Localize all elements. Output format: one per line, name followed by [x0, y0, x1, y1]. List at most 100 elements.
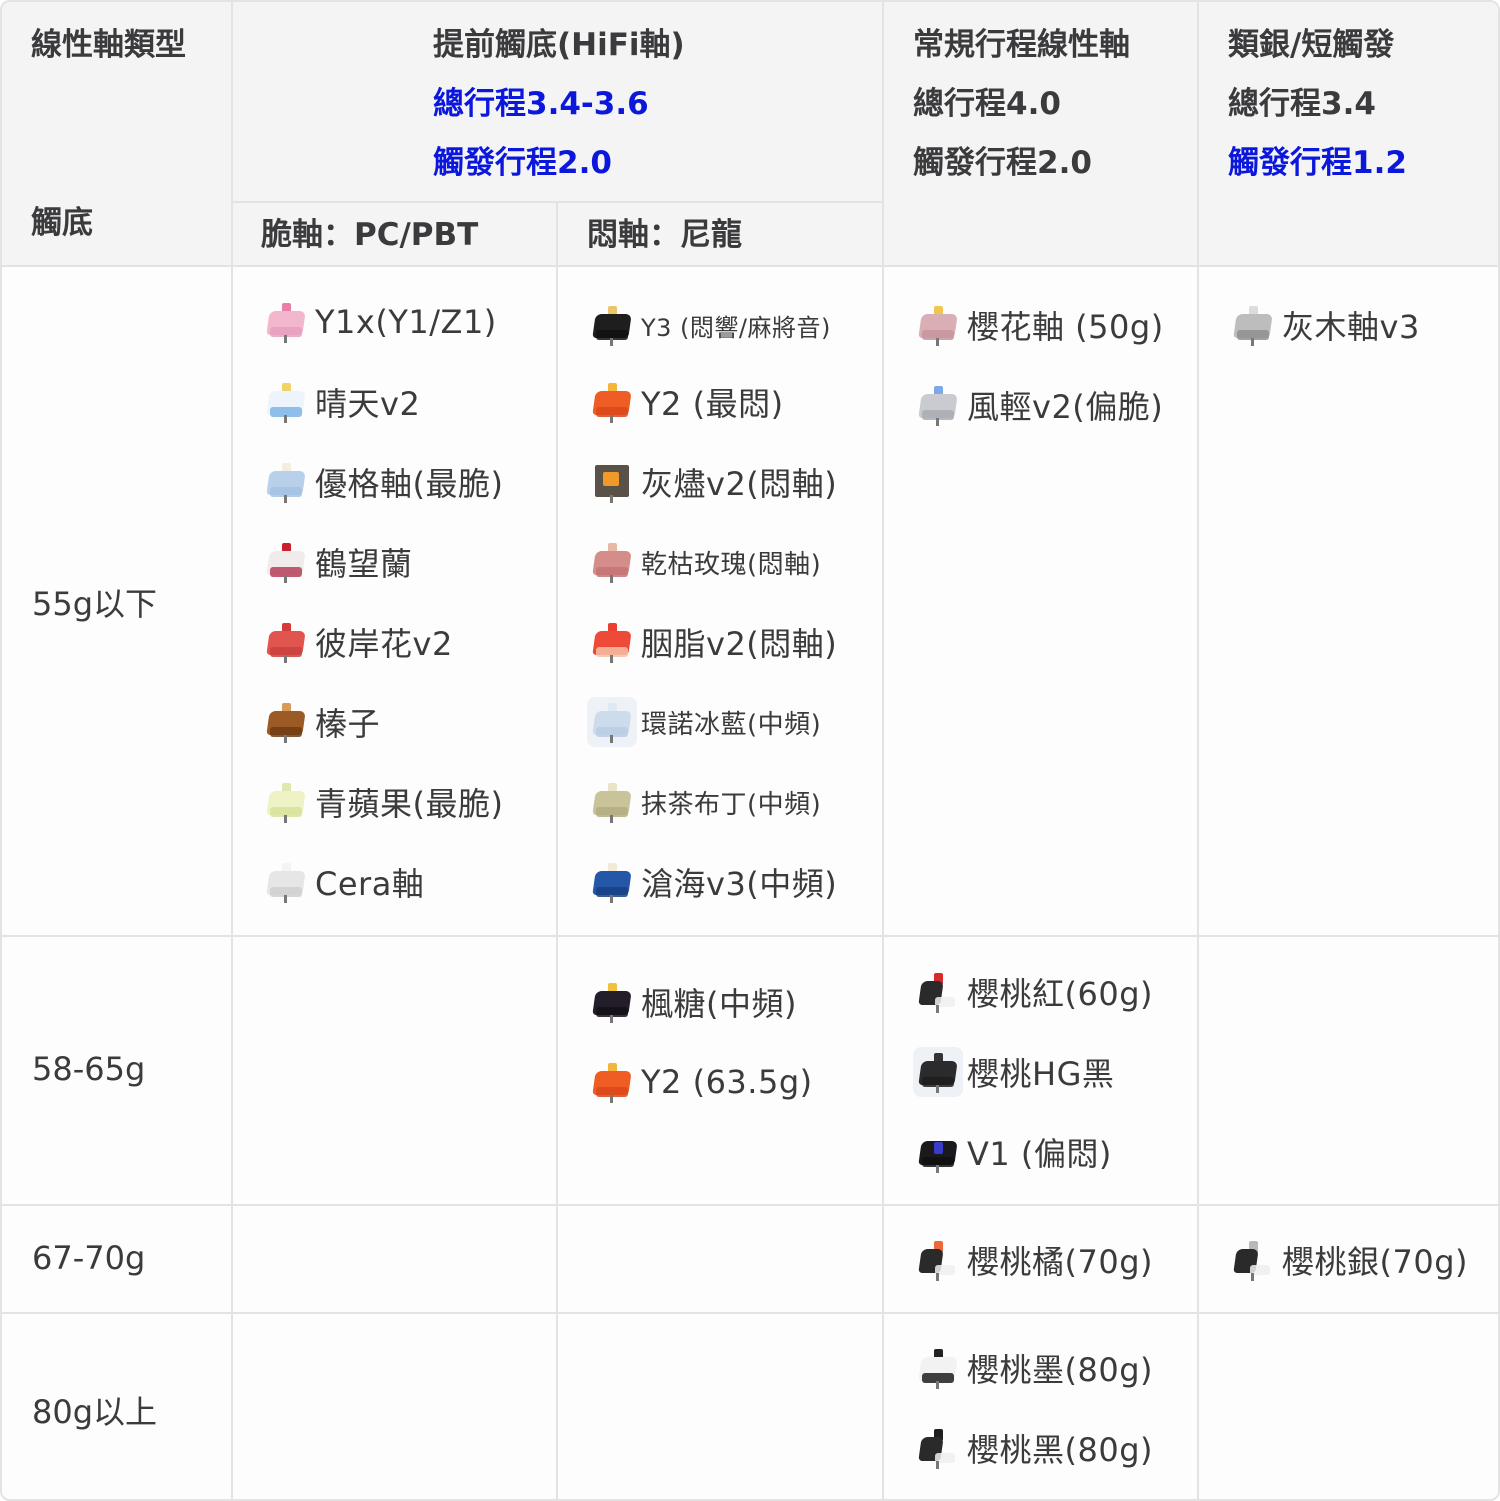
hifi-title: 提前觸底(HiFi軸): [433, 27, 685, 63]
switch-name: 滄海v3(中頻): [641, 865, 838, 903]
speed-cell-row-3: 櫻桃銀(70g): [1199, 1206, 1498, 1314]
light-blue-switch-icon: [261, 457, 311, 507]
force-label: 58-65g: [32, 1050, 146, 1088]
pale-green-switch-icon: [261, 777, 311, 827]
force-label: 55g以下: [32, 585, 158, 623]
gray-orange-switch-icon: [587, 457, 637, 507]
switch-name: 彼岸花v2: [315, 625, 453, 663]
muted-cell-row-3: [558, 1206, 884, 1314]
switch-item: 晴天v2: [261, 374, 420, 430]
orange-switch-icon: [587, 377, 637, 427]
switch-item: 櫻花軸 (50g): [913, 297, 1164, 353]
speed-cell-row-1: 灰木軸v3: [1199, 267, 1498, 937]
switch-name: 風輕v2(偏脆): [967, 388, 1164, 426]
cherry-silver-switch-icon: [1228, 1235, 1278, 1285]
switch-name: 環諾冰藍(中頻): [641, 709, 822, 740]
cherry-orange-switch-icon: [913, 1235, 963, 1285]
switch-name: 鶴望蘭: [315, 545, 413, 583]
switch-name: 櫻花軸 (50g): [967, 308, 1164, 346]
force-header: 觸底: [31, 205, 93, 241]
switch-name: Y3 (悶響/麻將音): [641, 313, 831, 342]
switch-item: V1 (偏悶): [913, 1124, 1112, 1180]
cherry-black-switch-icon: [913, 1423, 963, 1473]
switch-item: 櫻桃黑(80g): [913, 1420, 1153, 1476]
switch-name: 晴天v2: [315, 385, 421, 423]
crisp-cell-row-2: [233, 937, 558, 1206]
standard-cell-row-4: 櫻桃墨(80g) 櫻桃黑(80g): [884, 1314, 1199, 1499]
switch-item: 環諾冰藍(中頻): [587, 694, 821, 750]
switch-item: 風輕v2(偏脆): [913, 377, 1163, 433]
switch-name: 櫻桃紅(60g): [967, 975, 1154, 1013]
switch-name: 榛子: [315, 705, 381, 743]
switch-item: 櫻桃橘(70g): [913, 1232, 1153, 1288]
muted-subheader-cell: 悶軸：尼龍: [558, 203, 884, 267]
switch-item: 灰燼v2(悶軸): [587, 454, 837, 510]
hifi-total-travel: 總行程3.4-3.6: [433, 86, 649, 122]
red-white-switch-icon: [261, 537, 311, 587]
switch-item: 優格軸(最脆): [261, 454, 503, 510]
force-label: 67-70g: [32, 1239, 146, 1277]
standard-total-travel: 總行程4.0: [913, 86, 1061, 122]
switch-name: 胭脂v2(悶軸): [641, 625, 838, 663]
switch-item: 櫻桃HG黑: [913, 1044, 1114, 1100]
force-cell-row-2: 58-65g: [2, 937, 233, 1206]
crisp-cell-row-4: [233, 1314, 558, 1499]
switch-item: Y1x(Y1/Z1): [261, 294, 497, 350]
switch-item: Cera軸: [261, 854, 424, 910]
speed-cell-row-4: [1199, 1314, 1498, 1499]
switch-name: Y2 (最悶): [641, 385, 784, 423]
muted-cell-row-4: [558, 1314, 884, 1499]
crisp-cell-row-1: Y1x(Y1/Z1) 晴天v2 優格軸(最脆) 鶴望蘭 彼岸花v2 榛子 青蘋果…: [233, 267, 558, 937]
muted-subheader: 悶軸：尼龍: [587, 217, 742, 253]
standard-title: 常規行程線性軸: [913, 27, 1130, 63]
maple-black-switch-icon: [587, 977, 637, 1027]
corner-header-cell: 線性軸類型 觸底: [2, 2, 233, 267]
switch-item: Y2 (最悶): [587, 374, 784, 430]
force-cell-row-1: 55g以下: [2, 267, 233, 937]
switch-name: Cera軸: [315, 865, 425, 903]
switch-name: 灰木軸v3: [1282, 308, 1420, 346]
standard-cell-row-1: 櫻花軸 (50g) 風輕v2(偏脆): [884, 267, 1199, 937]
switch-item: 滄海v3(中頻): [587, 854, 837, 910]
switch-name: 櫻桃墨(80g): [967, 1351, 1154, 1389]
crisp-subheader-cell: 脆軸：PC/PBT: [233, 203, 558, 267]
switch-item: Y3 (悶響/麻將音): [587, 297, 831, 353]
orange-switch-icon: [587, 1057, 637, 1107]
pink-switch-icon: [261, 297, 311, 347]
hifi-trigger-travel: 觸發行程2.0: [433, 145, 612, 181]
hifi-header-cell: 提前觸底(HiFi軸) 總行程3.4-3.6 觸發行程2.0: [233, 2, 884, 203]
speed-header-cell: 類銀/短觸發 總行程3.4 觸發行程1.2: [1199, 2, 1498, 267]
switch-item: 胭脂v2(悶軸): [587, 614, 837, 670]
switch-item: 抹茶布丁(中頻): [587, 774, 821, 830]
switch-name: Y2 (63.5g): [641, 1063, 813, 1101]
crisp-subheader: 脆軸：PC/PBT: [261, 217, 479, 253]
crisp-cell-row-3: [233, 1206, 558, 1314]
switch-item: 鶴望蘭: [261, 534, 413, 590]
silver-gray-switch-icon: [1228, 300, 1278, 350]
switch-name: 櫻桃橘(70g): [967, 1243, 1154, 1281]
switch-item: 乾枯玫瑰(悶軸): [587, 534, 821, 590]
switch-name: 乾枯玫瑰(悶軸): [641, 549, 822, 580]
switch-name: 櫻桃黑(80g): [967, 1431, 1154, 1469]
speed-title: 類銀/短觸發: [1228, 27, 1395, 63]
switch-name: 楓糖(中頻): [641, 985, 797, 1023]
row-type-header: 線性軸類型: [31, 27, 186, 63]
force-label: 80g以上: [32, 1393, 158, 1431]
rouge-red-switch-icon: [587, 617, 637, 667]
force-cell-row-3: 67-70g: [2, 1206, 233, 1314]
brown-switch-icon: [261, 697, 311, 747]
speed-cell-row-2: [1199, 937, 1498, 1206]
cherry-hg-black-switch-icon: [913, 1047, 963, 1097]
switch-name: 櫻桃HG黑: [967, 1055, 1115, 1093]
speed-trigger-travel: 觸發行程1.2: [1228, 145, 1407, 181]
switch-name: 櫻桃銀(70g): [1282, 1243, 1469, 1281]
switch-name: 青蘋果(最脆): [315, 785, 504, 823]
switch-item: 楓糖(中頻): [587, 974, 797, 1030]
navy-blue-switch-icon: [587, 857, 637, 907]
switch-name: 灰燼v2(悶軸): [641, 465, 838, 503]
switch-item: 榛子: [261, 694, 380, 750]
cherry-red-switch-icon: [913, 967, 963, 1017]
standard-cell-row-3: 櫻桃橘(70g): [884, 1206, 1199, 1314]
standard-cell-row-2: 櫻桃紅(60g) 櫻桃HG黑 V1 (偏悶): [884, 937, 1199, 1206]
